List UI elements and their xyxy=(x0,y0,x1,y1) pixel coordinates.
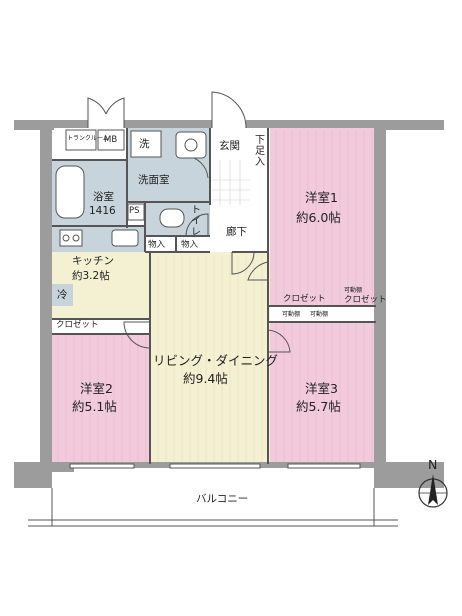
trunk-room-label: トランクルーム xyxy=(67,135,109,142)
bath-size: 1416 xyxy=(89,205,116,217)
toilet-name: トイレ xyxy=(188,204,200,237)
balcony-label: バルコニー xyxy=(196,493,249,505)
exterior-walls xyxy=(14,120,444,488)
north-label: N xyxy=(428,457,438,472)
trunk-room-box xyxy=(65,129,97,151)
movable-shelf-b: 可動棚 xyxy=(282,311,301,318)
balcony xyxy=(28,488,398,527)
shoe-cabinet-label: 下足入 xyxy=(252,134,264,167)
western2-room-fill xyxy=(51,334,150,464)
washer-pan xyxy=(130,130,162,158)
bath-name: 浴室 xyxy=(93,191,114,203)
western2-floor-stripes xyxy=(57,336,147,462)
south-windows xyxy=(69,463,361,469)
western3-room-fill xyxy=(270,322,376,464)
toilet-bowl xyxy=(159,208,185,228)
bathtub xyxy=(55,165,85,219)
kitchen-sink xyxy=(111,229,139,247)
western1-name: 洋室1 xyxy=(305,190,338,205)
living-size: 約9.4帖 xyxy=(183,371,228,386)
washbasin xyxy=(175,131,207,159)
movable-shelf-a: 可動棚 xyxy=(344,287,363,294)
western3-size: 約5.7帖 xyxy=(296,399,341,414)
fridge-label: 冷 xyxy=(57,289,68,301)
closet3-label: クロゼット xyxy=(344,295,387,305)
kitchen-name: キッチン xyxy=(72,255,114,267)
closet2-label: クロゼット xyxy=(56,320,99,330)
entrance-name: 玄関 xyxy=(219,140,240,152)
stove-burner xyxy=(62,234,70,242)
washer-label: 洗 xyxy=(139,138,150,150)
fridge-fill xyxy=(51,284,73,306)
western3-floor-stripes xyxy=(275,324,373,462)
living-room-fill xyxy=(150,252,270,464)
western2-name: 洋室2 xyxy=(80,381,113,396)
washroom-name: 洗面室 xyxy=(138,174,170,186)
western1-room-fill xyxy=(270,128,376,306)
movable-shelf-c: 可動棚 xyxy=(310,311,329,318)
mb-label: MB xyxy=(104,135,118,145)
kitchen-size: 約3.2帖 xyxy=(72,270,110,282)
ps-box xyxy=(127,203,145,221)
mb-box xyxy=(97,129,125,151)
closet1-label: クロゼット xyxy=(283,294,326,304)
western1-floor-stripes xyxy=(275,130,373,304)
living-name: リビング・ダイニング xyxy=(153,353,279,368)
stove-burner xyxy=(72,234,80,242)
ps-label: PS xyxy=(129,206,140,216)
storage-left-label: 物入 xyxy=(148,240,166,250)
storage-right-label: 物入 xyxy=(181,240,199,250)
washbasin-drain xyxy=(184,138,198,152)
kitchen-stove xyxy=(59,229,83,247)
entrance-floor-grid xyxy=(212,160,250,205)
living-floor-stripes xyxy=(157,255,263,462)
corridor-name: 廊下 xyxy=(226,226,247,238)
western2-size: 約5.1帖 xyxy=(72,399,117,414)
western1-size: 約6.0帖 xyxy=(296,210,341,225)
western3-name: 洋室3 xyxy=(305,381,338,396)
door-swings xyxy=(87,91,291,353)
interior-walls xyxy=(52,128,376,464)
north-compass-icon xyxy=(418,474,448,508)
